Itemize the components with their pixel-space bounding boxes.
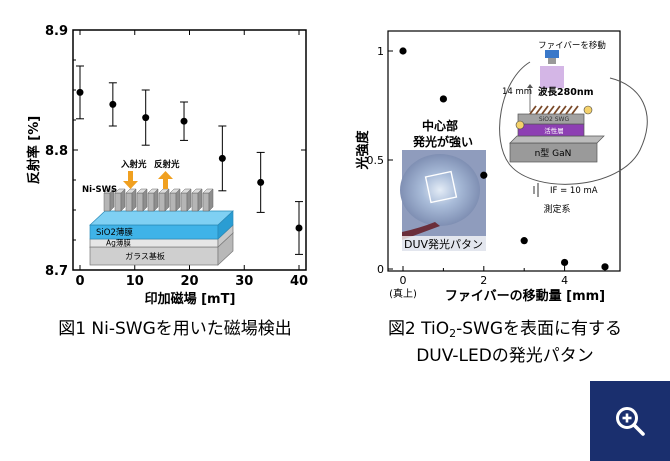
x-tick-label-1: 10 <box>126 274 144 289</box>
setup-illustration <box>499 50 648 197</box>
x-tick-label-2: 2 <box>480 274 487 287</box>
emission-photo <box>400 150 486 251</box>
y-tick-label-2: 0.5 <box>367 154 385 167</box>
swg-layer-label: SiO2 SWG <box>539 116 570 123</box>
x-tick-label-1: 40 <box>290 274 308 289</box>
swg-grating-line <box>553 105 561 115</box>
caption-2-pre: 図2 TiO <box>387 319 450 339</box>
sws-fin-top <box>180 188 192 194</box>
y-tick-label-2: 1 <box>377 45 384 58</box>
caption-2-post: -SWGを表面に有する <box>456 319 623 339</box>
data-point-2 <box>399 47 407 55</box>
swg-grating-line <box>529 105 537 115</box>
plot-frame-2 <box>387 30 621 272</box>
data-point-2 <box>561 258 569 267</box>
measurement-system-label: 測定系 <box>543 203 570 215</box>
figure-1-caption: 図1 Ni-SWGを用いた磁場検出 <box>58 319 292 339</box>
y-tick-label-1: 8.8 <box>45 144 68 159</box>
sws-fin-top <box>103 188 115 194</box>
device-illustration-1 <box>89 171 234 266</box>
y-axis-label-2: 光強度 <box>355 130 371 171</box>
reflected-light-label: 反射光 <box>154 159 180 170</box>
y-tick-label-2: 0 <box>377 263 384 276</box>
sws-fin-top <box>169 188 181 194</box>
sws-fin-top <box>114 188 126 194</box>
x-axis-label-1: 印加磁場 [mT] <box>145 291 236 307</box>
sws-fin-top <box>191 188 203 194</box>
sws-fin-top <box>202 188 214 194</box>
sws-fin <box>202 192 210 212</box>
sws-fin-top <box>158 188 170 194</box>
sws-fin <box>125 192 133 212</box>
x-tick-label-1: 20 <box>180 274 198 289</box>
sws-fin <box>191 192 199 212</box>
ag-layer-label: Ag薄膜 <box>106 238 131 248</box>
data-point-2 <box>480 171 488 179</box>
sws-fin <box>103 192 111 212</box>
sws-fin-top <box>147 188 159 194</box>
sws-fin <box>169 192 177 212</box>
photo-caption-label: DUV発光パタン <box>404 237 483 251</box>
sws-fin-top <box>136 188 148 194</box>
x-note-label: (真上) <box>389 287 417 300</box>
sws-fin-top <box>125 188 137 194</box>
current-label: IF = 10 mA <box>550 186 598 196</box>
x-tick-label-2: 0 <box>400 274 407 287</box>
y-axis-label-1: 反射率 [%] <box>26 116 42 184</box>
data-point-1 <box>257 178 265 186</box>
chart-2: 0 2 4 0 0.5 1 (真上) 光強度 ファイバーの移動量 [mm] 中心部 発光が… <box>355 30 648 304</box>
swg-grating-line <box>571 105 579 115</box>
swg-grating-line <box>565 105 573 115</box>
data-point-1 <box>218 154 226 162</box>
wavelength-label: 波長280nm <box>538 86 594 98</box>
y-tick-label-1: 8.9 <box>45 24 68 39</box>
swg-grating-line <box>547 105 555 115</box>
sws-fin <box>147 192 155 212</box>
zoom-button[interactable] <box>590 381 670 461</box>
data-point-1 <box>76 88 84 96</box>
x-tick-label-1: 30 <box>235 274 253 289</box>
y-tick-label-1: 8.7 <box>45 264 68 279</box>
sws-fin <box>136 192 144 212</box>
data-point-1 <box>142 114 150 122</box>
x-tick-label-1: 0 <box>75 274 84 289</box>
sws-fin <box>180 192 188 212</box>
data-point-1 <box>295 224 303 232</box>
ngan-label: n型 GaN <box>535 148 572 159</box>
swg-grating-line <box>541 105 549 115</box>
figure-1: 0 10 20 30 40 8.7 8.8 8.9 反射率 [%] 印加磁場 [mT] 入射光 <box>0 0 335 310</box>
swg-grating-line <box>559 105 567 115</box>
fiber-move-label: ファイバーを移動 <box>538 40 606 51</box>
figure-2-caption: 図2 TiO2-SWGを表面に有する DUV-LEDの発光パタン <box>355 318 655 367</box>
caption-2-subscript: 2 <box>449 327 457 340</box>
strong-emission-label: 発光が強い <box>412 134 473 149</box>
ni-sws-label: Ni-SWS <box>82 185 117 195</box>
active-layer-label: 活性層 <box>544 126 564 135</box>
distance-label: 14 mm <box>502 87 532 97</box>
data-point-2 <box>520 237 528 245</box>
data-point-1 <box>109 100 117 108</box>
sws-fin <box>114 192 122 212</box>
x-tick-label-2: 4 <box>561 274 568 287</box>
x-axis-label-2: ファイバーの移動量 [mm] <box>445 288 605 304</box>
data-point-1 <box>180 117 188 125</box>
data-point-2 <box>601 263 609 271</box>
sio2-layer-label: SiO2薄膜 <box>96 227 133 238</box>
figure-2: 0 2 4 0 0.5 1 (真上) 光強度 ファイバーの移動量 [mm] 中心部 発光が… <box>340 0 670 310</box>
caption-2-line2: DUV-LEDの発光パタン <box>416 346 594 366</box>
zoom-in-icon <box>616 407 645 436</box>
chart-1: 0 10 20 30 40 8.7 8.8 8.9 反射率 [%] 印加磁場 [mT] 入射光 <box>26 24 308 307</box>
center-label: 中心部 <box>422 118 458 133</box>
data-point-2 <box>439 95 447 103</box>
incident-light-label: 入射光 <box>120 159 147 170</box>
swg-grating-line <box>535 105 543 115</box>
glass-substrate-label: ガラス基板 <box>125 251 165 261</box>
sws-fin <box>158 192 166 212</box>
